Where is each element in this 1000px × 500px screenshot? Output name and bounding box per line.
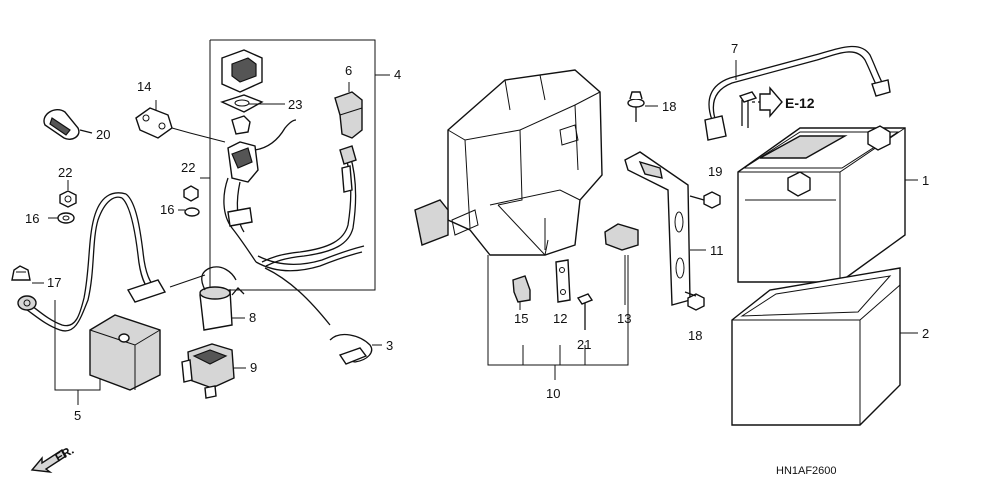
callout-labels: 1 2 3 4 5 6 7 8 9 10 11 12 13 14 15 16 1… [25, 41, 929, 423]
bolt-part-18-bottom [684, 291, 705, 311]
nut-part-22-mid [183, 185, 199, 202]
terminal-cover-part-6 [334, 91, 363, 139]
callout-19: 19 [708, 164, 722, 179]
battery-case-part-2 [731, 267, 901, 426]
bolt-part-7-terminal [738, 91, 758, 128]
cushion-part-15 [512, 275, 531, 310]
group-bracket-10 [487, 255, 629, 366]
callout-16-mid: 16 [160, 202, 174, 217]
callout-6: 6 [345, 63, 352, 78]
callout-21: 21 [577, 337, 591, 352]
positive-cable-part-4 [261, 145, 357, 267]
callout-14: 14 [137, 79, 151, 94]
relay-housing-part-4 [220, 49, 264, 135]
callout-11: 11 [710, 243, 724, 258]
stay-part-11 [624, 151, 691, 306]
callout-5: 5 [74, 408, 81, 423]
battery-part-1 [737, 125, 906, 283]
cable-part-7 [704, 45, 891, 141]
sponge-pad-part-5 [89, 314, 161, 391]
front-direction-indicator: FR. [30, 443, 76, 473]
bolt-part-19 [689, 191, 721, 209]
callout-7: 7 [731, 41, 738, 56]
plate-part-12 [555, 259, 571, 303]
clip-part-20 [43, 108, 93, 140]
callout-12: 12 [553, 311, 567, 326]
callout-23: 23 [288, 97, 302, 112]
callout-15: 15 [514, 311, 528, 326]
callout-18-bottom: 18 [688, 328, 702, 343]
reference-label: E-12 [785, 95, 815, 111]
callout-22-left: 22 [58, 165, 72, 180]
callout-20: 20 [96, 127, 110, 142]
band-part-3 [329, 333, 382, 365]
washer-part-16-left [57, 212, 75, 224]
callout-10: 10 [546, 386, 560, 401]
starter-relay-part-4 [223, 119, 365, 272]
callout-17: 17 [47, 275, 61, 290]
callout-2: 2 [922, 326, 929, 341]
screw-part-21 [576, 293, 594, 330]
nut-part-22-left [59, 190, 77, 208]
negative-cable-part-5 [17, 192, 206, 332]
leader-lines [67, 82, 626, 305]
callout-13: 13 [617, 311, 631, 326]
bolt-part-18-top [627, 91, 658, 122]
callout-3: 3 [386, 338, 393, 353]
rubber-part-13 [604, 223, 639, 251]
callout-8: 8 [249, 310, 256, 325]
washer-part-16-mid [184, 207, 200, 217]
callout-4: 4 [394, 67, 401, 82]
battery-box-part-10 [414, 69, 603, 256]
reference-arrow [752, 86, 783, 118]
diagram-code: HN1AF2600 [776, 465, 837, 477]
callout-22-mid: 22 [181, 160, 195, 175]
holder-part-14 [135, 107, 226, 143]
callout-16-left: 16 [25, 211, 39, 226]
callout-18-top: 18 [662, 99, 676, 114]
fuse-holder-part-9 [181, 343, 235, 399]
relay-part-8 [199, 266, 245, 331]
callout-1: 1 [922, 173, 929, 188]
cap-part-17 [11, 265, 31, 281]
group-bracket-4 [209, 39, 376, 291]
callout-9: 9 [250, 360, 257, 375]
